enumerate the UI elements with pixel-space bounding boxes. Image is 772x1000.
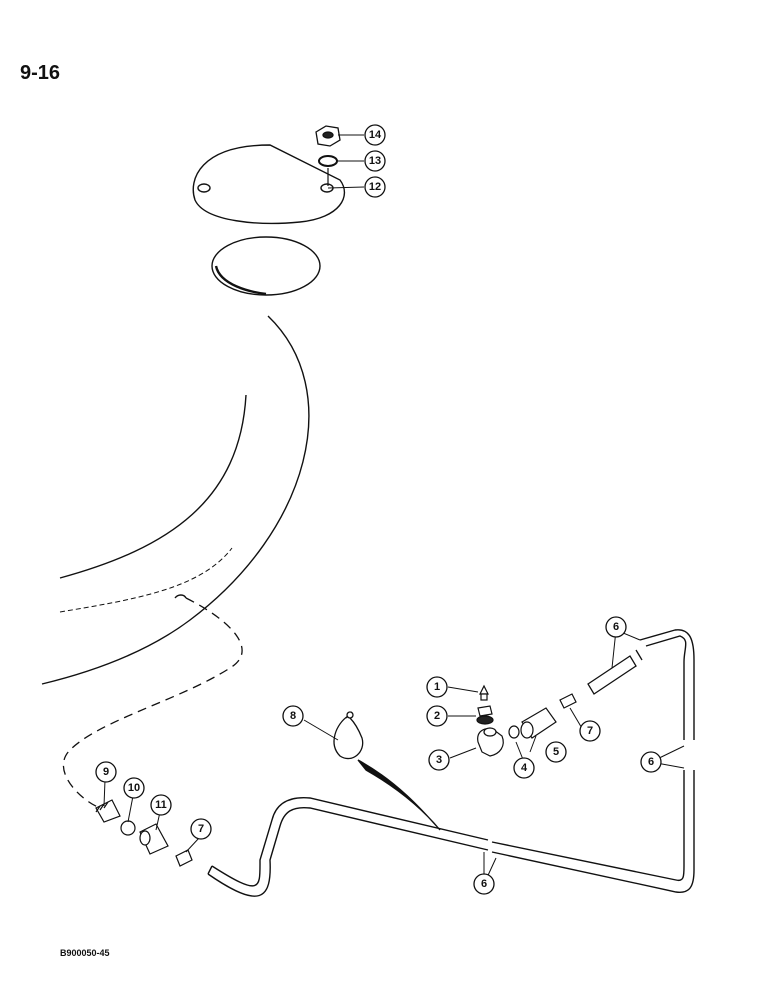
callout-12: 12 (364, 176, 386, 198)
svg-text:14: 14 (369, 129, 382, 141)
svg-text:9: 9 (103, 766, 109, 778)
compression-nut (520, 707, 557, 739)
svg-text:6: 6 (481, 878, 487, 890)
elbow-fitting (477, 727, 504, 757)
grease-fitting (479, 684, 489, 701)
sleeve (508, 725, 520, 739)
tube-segment (587, 649, 643, 695)
svg-text:6: 6 (613, 621, 619, 633)
callout-7-upper: 7 (579, 720, 601, 742)
svg-text:5: 5 (553, 746, 559, 758)
callout-11: 11 (150, 794, 172, 816)
svg-text:12: 12 (369, 181, 381, 193)
callout-6-lower: 6 (473, 873, 495, 895)
insert-upper (559, 693, 577, 709)
cover-plate (192, 144, 345, 225)
callout-3: 3 (428, 749, 450, 771)
callout-1: 1 (426, 676, 448, 698)
svg-text:7: 7 (198, 823, 204, 835)
callout-6-right: 6 (640, 751, 662, 773)
callout-5: 5 (545, 741, 567, 763)
svg-text:11: 11 (155, 799, 167, 811)
nut-lower (139, 823, 169, 855)
washer (318, 155, 338, 167)
callout-9: 9 (95, 761, 117, 783)
hose-clamp (333, 711, 441, 831)
callout-13: 13 (364, 150, 386, 172)
svg-text:1: 1 (434, 681, 440, 693)
callout-10: 10 (123, 777, 145, 799)
leader-lines (103, 134, 685, 885)
svg-text:6: 6 (648, 756, 654, 768)
svg-text:2: 2 (434, 710, 440, 722)
svg-text:10: 10 (128, 782, 140, 794)
callouts: 1 2 3 4 5 6 6 6 7 7 8 9 10 11 12 13 14 (95, 124, 662, 895)
svg-text:3: 3 (436, 754, 442, 766)
hidden-line (62, 597, 243, 809)
insert-lower (175, 849, 193, 867)
svg-text:7: 7 (587, 725, 593, 737)
connector-fitting (95, 799, 121, 823)
callout-7-lower: 7 (190, 818, 212, 840)
sleeve-lower (120, 820, 136, 836)
callout-6-upper: 6 (605, 616, 627, 638)
tank-outline (41, 315, 310, 685)
svg-text:8: 8 (290, 710, 296, 722)
lube-line-tube (207, 629, 695, 897)
lock-nut (315, 125, 341, 147)
svg-text:4: 4 (521, 762, 528, 774)
adapter (476, 705, 494, 725)
svg-text:13: 13 (369, 155, 381, 167)
callout-8: 8 (282, 705, 304, 727)
callout-4: 4 (513, 757, 535, 779)
callout-14: 14 (364, 124, 386, 146)
callout-2: 2 (426, 705, 448, 727)
page-number: 9-16 (20, 62, 61, 84)
cover-gasket (211, 236, 321, 296)
figure-code: B900050-45 (60, 948, 110, 958)
